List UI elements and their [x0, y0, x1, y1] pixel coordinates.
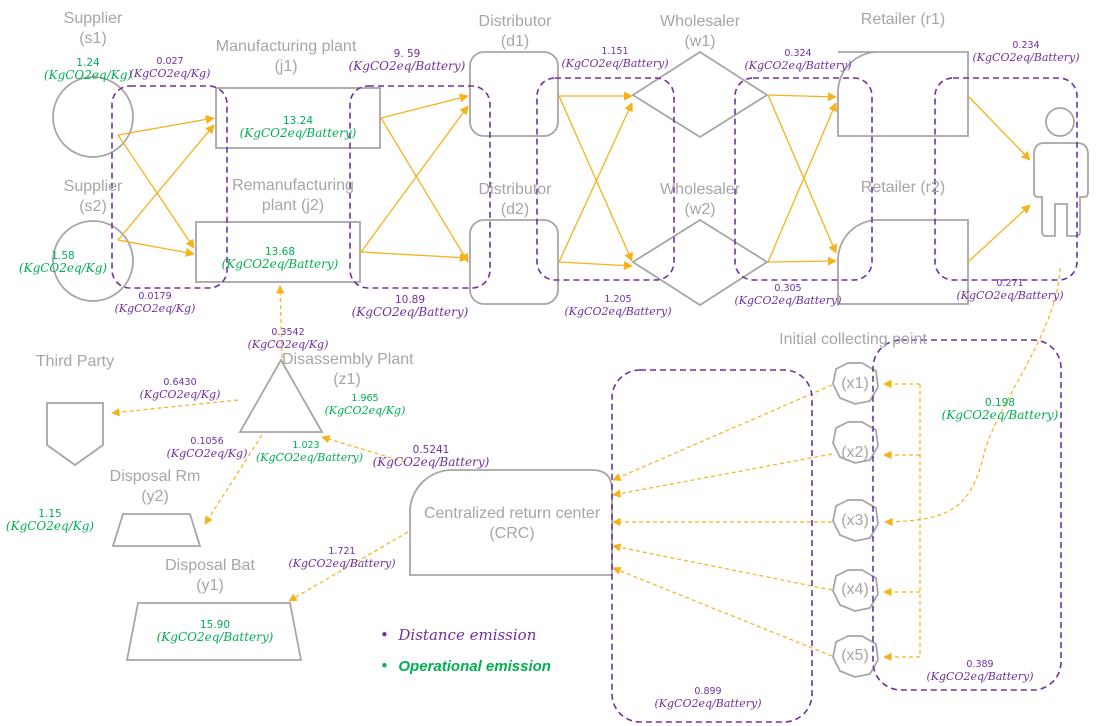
customer-person-icon: [1033, 107, 1089, 237]
group-retailer-to-customer: [934, 77, 1078, 281]
group-wholesaler-to-retailer: [734, 77, 873, 281]
emission-dist-crc-z: 0.5241(KgCO2eq/Battery): [372, 444, 490, 469]
emission-dist-j-d-top: 9. 59(KgCO2eq/Battery): [348, 48, 466, 73]
emission-op-y1: 15.90(KgCO2eq/Battery): [156, 619, 274, 644]
distance-groups: [111, 77, 1078, 723]
collecting-point-x1-shape: [832, 362, 879, 405]
wholesaler-w1-shape: [631, 50, 769, 139]
forward-flow-arrows: [117, 91, 1031, 271]
third-party-label: Third Party: [35, 353, 115, 370]
emission-dist-collecting: 0.389(KgCO2eq/Battery): [926, 659, 1034, 683]
remanufacturing-plant-shape: [195, 221, 361, 283]
emission-dist-w-r-bottom: 0.305(KgCO2eq/Battery): [734, 283, 842, 307]
supplier-s2-label: Supplier(s2): [63, 178, 123, 215]
group-collection-to-crc: [611, 369, 813, 723]
distributor-d1-label: Distributor(d1): [478, 13, 552, 50]
emission-op-j1: 13.24(KgCO2eq/Battery): [239, 115, 357, 140]
emission-dist-d-w-top: 1.151(KgCO2eq/Battery): [561, 46, 669, 70]
emission-op-y2: 1.15(KgCO2eq/Kg): [5, 508, 95, 533]
collecting-point-x4-shape: [832, 569, 879, 612]
emission-dist-s-j-top: 0.027(KgCO2eq/Kg): [129, 56, 211, 80]
wholesaler-w2-label: Wholesaler(w2): [659, 181, 741, 218]
collecting-point-label: Initial collecting point: [779, 331, 927, 348]
crc-shape: [409, 469, 613, 576]
emission-dist-r-c-bottom: 0.271(KgCO2eq/Battery): [956, 278, 1064, 302]
disassembly-plant-shape: [238, 358, 324, 433]
collecting-point-x2-label: (x2): [841, 444, 869, 461]
group-distributor-to-wholesaler: [536, 77, 675, 281]
supplier-s1-shape: [52, 76, 134, 158]
disposal-rm-shape: [111, 513, 202, 547]
emission-dist-x-crc: 0.899(KgCO2eq/Battery): [654, 686, 762, 710]
retailer-r1-label: Retailer (r1): [860, 11, 946, 28]
wholesaler-w1-label: Wholesaler(w1): [659, 13, 741, 50]
emission-dist-r-c-top: 0.234(KgCO2eq/Battery): [972, 40, 1080, 64]
collecting-point-x2-shape: [832, 421, 879, 464]
crc-label: Centralized return center(CRC): [423, 505, 601, 542]
retailer-r2-label: Retailer (r2): [860, 179, 946, 196]
group-plant-to-distributor: [349, 85, 491, 289]
disposal-rm-label: Disposal Rm(y2): [109, 468, 201, 505]
collecting-point-x5-label: (x5): [841, 647, 869, 664]
legend-distance-bullet: •: [380, 626, 399, 644]
supplier-s1-label: Supplier(s1): [63, 10, 123, 47]
supplier-s2-shape: [52, 220, 134, 302]
reverse-flow-arrows: [111, 267, 1061, 662]
disposal-bat-shape: [125, 602, 303, 661]
emission-dist-z-y2: 0.1056(KgCO2eq/Kg): [166, 436, 248, 460]
emission-dist-crc-y1: 1.721(KgCO2eq/Battery): [288, 546, 396, 570]
disposal-bat-label: Disposal Bat(y1): [165, 557, 255, 594]
distributor-d1-shape: [469, 51, 559, 137]
emission-op-s1: 1.24(KgCO2eq/Kg): [43, 57, 133, 82]
third-party-shape: [46, 402, 104, 467]
emission-dist-s-j-bottom: 0.0179(KgCO2eq/Kg): [114, 291, 196, 315]
collecting-point-x4-label: (x4): [841, 581, 869, 598]
legend-distance: • Distance emission: [380, 626, 537, 644]
distributor-d2-label: Distributor(d2): [478, 181, 552, 218]
emission-dist-d-w-bottom: 1.205(KgCO2eq/Battery): [564, 294, 672, 318]
retailer-r2-shape: [837, 219, 969, 305]
emission-op-collecting: 0.198(KgCO2eq/Battery): [941, 397, 1059, 422]
emission-op-z-battery: 1.023(KgCO2eq/Battery): [256, 440, 363, 464]
emission-op-j2: 13.68(KgCO2eq/Battery): [221, 246, 339, 271]
legend-operational-bullet: •: [380, 657, 399, 675]
collecting-points: [832, 362, 879, 678]
retailer-r1-shape: [837, 51, 969, 137]
manufacturing-plant-shape: [215, 87, 381, 149]
emission-dist-z-j2: 0.3542(KgCO2eq/Kg): [247, 327, 329, 351]
disassembly-plant-label: Disassembly Plant(z1): [282, 351, 414, 388]
collecting-point-x1-label: (x1): [841, 375, 869, 392]
distributor-d2-shape: [469, 219, 559, 305]
manufacturing-plant-label: Manufacturing plant(j1): [215, 38, 357, 75]
emission-dist-j-d-bottom: 10.89(KgCO2eq/Battery): [351, 294, 469, 319]
emission-dist-z-third-party: 0.6430(KgCO2eq/Kg): [139, 377, 221, 401]
group-supplier-to-plant: [111, 85, 228, 289]
emission-dist-w-r-top: 0.324(KgCO2eq/Battery): [744, 48, 852, 72]
collecting-point-x3-label: (x3): [841, 512, 869, 529]
group-collection: [872, 339, 1062, 691]
emission-op-z-kg: 1.965(KgCO2eq/Kg): [324, 393, 406, 417]
legend-operational: • Operational emission: [380, 657, 551, 675]
collecting-point-x3-shape: [832, 499, 879, 542]
emission-op-s2: 1.58(KgCO2eq/Kg): [18, 250, 108, 275]
collecting-point-x5-shape: [832, 635, 879, 678]
wholesaler-w2-shape: [631, 218, 769, 307]
